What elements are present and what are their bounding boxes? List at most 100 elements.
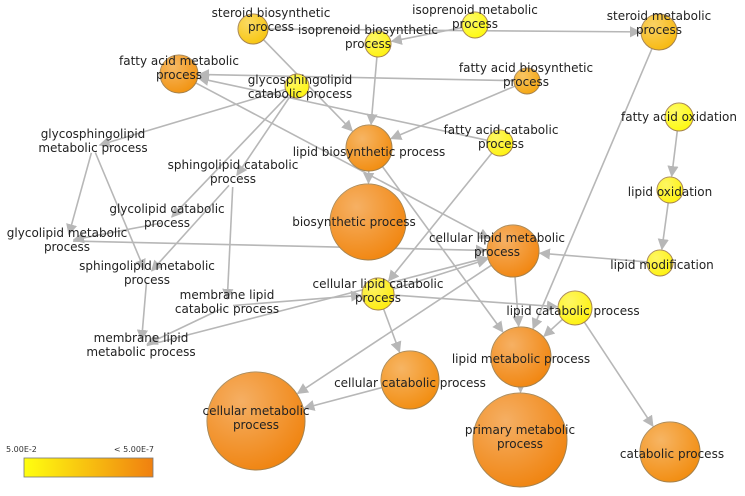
node-membrane-lipid-catabolic-label-line: membrane lipid xyxy=(180,288,275,302)
node-biosynthetic-label-line: biosynthetic process xyxy=(292,215,416,229)
node-isoprenoid-metabolic-label-line: isoprenoid metabolic xyxy=(412,3,538,17)
legend-color-bar xyxy=(23,457,154,478)
node-fatty-acid-oxidation-label-line: fatty acid oxidation xyxy=(621,110,737,124)
node-glycosphingolipid-catabolic-label-line: catabolic process xyxy=(248,87,352,101)
edge-sphingolipid-catabolic-to-membrane-lipid-catabolic xyxy=(222,186,234,301)
node-lipid-catabolic-label: lipid catabolic process xyxy=(506,304,639,318)
node-glycolipid-metabolic-label-line: process xyxy=(44,240,90,254)
edge-fatty-acid-metabolic-to-cellular-lipid-metabolic xyxy=(195,82,491,240)
node-lipid-modification[interactable]: lipid modification xyxy=(610,249,714,277)
node-steroid-biosynthetic-label-line: steroid biosynthetic xyxy=(212,6,331,20)
edge-lipid-catabolic-to-lipid-metabolic xyxy=(543,318,563,337)
edge-cellular-lipid-metabolic-to-cellular-metabolic xyxy=(296,264,492,395)
node-glycosphingolipid-metabolic-label-line: glycosphingolipid xyxy=(41,127,146,141)
node-fatty-acid-catabolic-label-line: fatty acid catabolic xyxy=(444,123,559,137)
node-glycolipid-metabolic-label-line: glycolipid metabolic xyxy=(7,226,127,240)
node-glycolipid-catabolic-label-line: process xyxy=(144,216,190,230)
edge-steroid-biosynthetic-to-steroid-metabolic xyxy=(267,26,642,38)
edge-fatty-acid-oxidation-to-lipid-oxidation xyxy=(667,130,679,178)
node-lipid-biosynthetic[interactable]: lipid biosynthetic process xyxy=(293,124,446,172)
node-fatty-acid-metabolic-label-line: process xyxy=(156,68,202,82)
node-cellular-metabolic-label-line: cellular metabolic xyxy=(202,404,309,418)
node-isoprenoid-metabolic-label-line: process xyxy=(452,17,498,31)
node-catabolic-label: catabolic process xyxy=(620,447,724,461)
node-isoprenoid-biosynthetic-label-line: isoprenoid biosynthetic xyxy=(298,23,438,37)
node-lipid-biosynthetic-label: lipid biosynthetic process xyxy=(293,145,446,159)
edge-glycolipid-metabolic-to-cellular-lipid-metabolic xyxy=(72,240,488,256)
node-sphingolipid-metabolic-label-line: process xyxy=(124,273,170,287)
node-primary-metabolic-label-line: process xyxy=(497,437,543,451)
node-fatty-acid-metabolic-label-line: fatty acid metabolic xyxy=(119,54,239,68)
edge-glycosphingolipid-catabolic-to-glycolipid-catabolic xyxy=(171,94,290,218)
node-membrane-lipid-metabolic-label-line: membrane lipid xyxy=(94,331,189,345)
node-steroid-metabolic-label-line: steroid metabolic xyxy=(607,9,711,23)
edge-sphingolipid-metabolic-to-membrane-lipid-metabolic xyxy=(136,281,149,342)
edge-cellular-catabolic-to-cellular-metabolic xyxy=(303,386,383,411)
node-lipid-oxidation[interactable]: lipid oxidation xyxy=(628,176,712,204)
node-sphingolipid-metabolic-label-line: sphingolipid metabolic xyxy=(79,259,215,273)
edge-cellular-lipid-catabolic-to-lipid-catabolic xyxy=(393,294,559,312)
edge-lipid-oxidation-to-lipid-modification xyxy=(657,202,669,251)
node-catabolic-label-line: catabolic process xyxy=(620,447,724,461)
node-fatty-acid-oxidation-label: fatty acid oxidation xyxy=(621,110,737,124)
node-fatty-acid-catabolic-label-line: process xyxy=(478,137,524,151)
color-legend: 5.00E-2 < 5.00E-7 xyxy=(6,445,154,478)
node-catabolic[interactable]: catabolic process xyxy=(620,421,724,483)
node-lipid-modification-label: lipid modification xyxy=(610,258,714,272)
edge-cellular-lipid-metabolic-to-lipid-metabolic xyxy=(512,276,524,328)
edge-steroid-metabolic-to-lipid-metabolic xyxy=(531,48,653,330)
node-membrane-lipid-catabolic-label-line: catabolic process xyxy=(175,302,279,316)
edge-cellular-lipid-catabolic-to-cellular-catabolic xyxy=(382,308,402,353)
node-lipid-oxidation-label-line: lipid oxidation xyxy=(628,185,712,199)
node-lipid-oxidation-label: lipid oxidation xyxy=(628,185,712,199)
node-lipid-catabolic[interactable]: lipid catabolic process xyxy=(506,290,640,326)
edge-glycolipid-catabolic-to-glycolipid-metabolic xyxy=(72,222,162,244)
node-glycosphingolipid-catabolic-label-line: glycosphingolipid xyxy=(248,73,353,87)
node-lipid-biosynthetic-label-line: lipid biosynthetic process xyxy=(293,145,446,159)
edge-fatty-acid-biosynthetic-to-fatty-acid-metabolic xyxy=(197,69,515,82)
node-glycolipid-catabolic-label-line: glycolipid catabolic xyxy=(109,202,224,216)
legend-low-label: 5.00E-2 xyxy=(6,445,37,454)
node-fatty-acid-oxidation[interactable]: fatty acid oxidation xyxy=(621,102,737,132)
node-cellular-lipid-catabolic-label-line: cellular lipid catabolic xyxy=(313,277,444,291)
node-sphingolipid-catabolic-label-line: sphingolipid catabolic xyxy=(168,158,299,172)
node-lipid-metabolic-label-line: lipid metabolic process xyxy=(452,352,590,366)
edge-glycosphingolipid-catabolic-to-sphingolipid-catabolic xyxy=(236,95,291,177)
node-steroid-metabolic-label-line: process xyxy=(636,23,682,37)
